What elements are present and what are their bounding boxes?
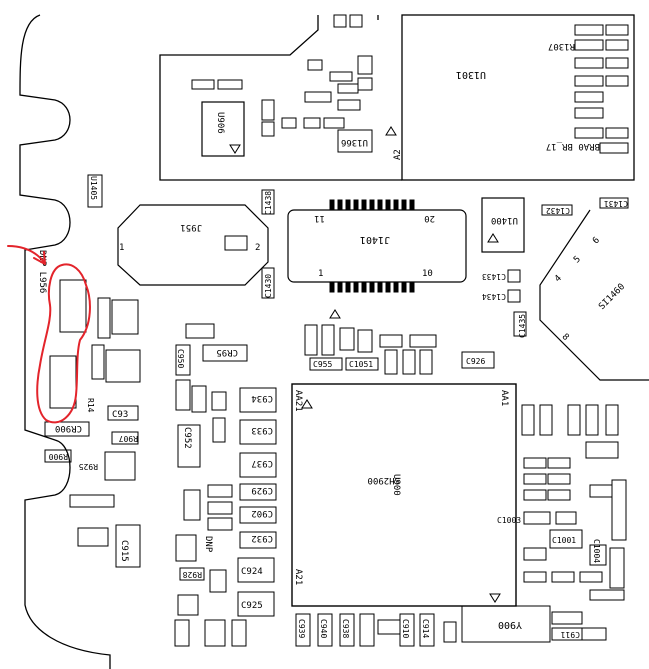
- u1366-label: U1366: [341, 137, 368, 147]
- j951-pin-2: 2: [255, 243, 260, 253]
- j1401-pin-11: 11: [314, 213, 325, 223]
- c1438-label: C1438: [264, 191, 273, 215]
- u1301-side-label: BRA0 BR_17: [546, 141, 600, 151]
- aa1-pin-label: AA1: [499, 390, 509, 406]
- c934-label: C934: [251, 393, 273, 403]
- c1433-label: C1433: [482, 272, 506, 281]
- r900-label: R900: [49, 452, 68, 461]
- c938-label: C938: [341, 619, 350, 638]
- c1003-label: C1003: [497, 516, 521, 525]
- u1301-body: [401, 14, 635, 181]
- c902-label: C902: [251, 508, 273, 518]
- j951-pin-1: 1: [119, 243, 124, 253]
- si1460-label: SI1460: [597, 282, 627, 312]
- u1400-body: [481, 197, 525, 253]
- u1301-outline: [159, 15, 402, 181]
- c1431-label: C1431: [604, 199, 628, 208]
- u906-body: [201, 101, 245, 157]
- u1301-label: U1301: [456, 69, 486, 80]
- c1001-label: C1001: [552, 536, 576, 545]
- c1051-label: C1051: [349, 360, 373, 369]
- dnp-label: DNP: [203, 536, 213, 553]
- c1004-label: C1004: [592, 539, 601, 563]
- c955-label: C955: [313, 360, 332, 369]
- c1434-label: C1434: [482, 292, 506, 301]
- c940-label: C940: [319, 619, 328, 638]
- c952-label: C952: [182, 427, 192, 449]
- r907-label: R907: [119, 434, 138, 443]
- c910-label: C910: [401, 619, 410, 638]
- u1400-label: U1400: [491, 215, 518, 225]
- si-pin-4: 4: [553, 273, 564, 284]
- c1435-label: C1435: [518, 314, 527, 338]
- u906-label: U906: [215, 112, 225, 134]
- red-annotation: [7, 245, 91, 424]
- r14-label: R14: [86, 398, 95, 413]
- u900-label: U900: [391, 474, 401, 496]
- dnp-l956-label: DNP L956: [37, 250, 47, 293]
- r1307-label: R1307: [548, 41, 575, 51]
- u1405-label: U1405: [89, 176, 98, 200]
- r928-label: R928: [183, 570, 202, 579]
- j1401-pin-10: 10: [422, 269, 433, 279]
- c950-label: C950: [176, 349, 185, 368]
- j1401-label: J1401: [360, 234, 390, 245]
- c926-label: C926: [466, 357, 485, 366]
- c933-label: C933: [251, 425, 273, 435]
- a2-pin-label: A2: [393, 149, 403, 160]
- cr900-label: CR900: [55, 423, 82, 433]
- cr95-label: CR95: [216, 347, 238, 357]
- si1460-outline: [539, 209, 649, 381]
- u900-body: [291, 383, 517, 607]
- c932-label: C932: [251, 533, 273, 543]
- r925-label: R925: [79, 462, 98, 471]
- si-pin-8: 8: [560, 332, 571, 343]
- c915-label: C915: [119, 540, 129, 562]
- si-pin-5: 5: [572, 254, 583, 265]
- j951-outline: [117, 204, 269, 286]
- c93-label: C93: [112, 410, 128, 420]
- si-pin-6: 6: [591, 235, 602, 246]
- j951-label: J951: [180, 222, 202, 232]
- board-outline: [19, 14, 111, 669]
- aa21-pin-label: AA21: [293, 390, 303, 412]
- u900-sub-label: SH2900: [367, 475, 400, 485]
- c939-label: C939: [297, 619, 306, 638]
- c1432-label: C1432: [546, 206, 570, 215]
- j1401-pin-1: 1: [318, 269, 323, 279]
- j1401-body: [287, 209, 467, 283]
- c929-label: C929: [251, 485, 273, 495]
- y900-label: Y900: [498, 619, 522, 630]
- c937-label: C937: [251, 458, 273, 468]
- c925-label: C925: [241, 601, 263, 611]
- c924-label: C924: [241, 567, 263, 577]
- j1401-pin-20: 20: [424, 213, 435, 223]
- component-strip-right: [574, 24, 629, 154]
- a21-pin-label: A21: [293, 569, 303, 585]
- c911-label: C911: [561, 630, 580, 639]
- c914-label: C914: [421, 619, 430, 638]
- c1430-label: C1430: [264, 274, 273, 298]
